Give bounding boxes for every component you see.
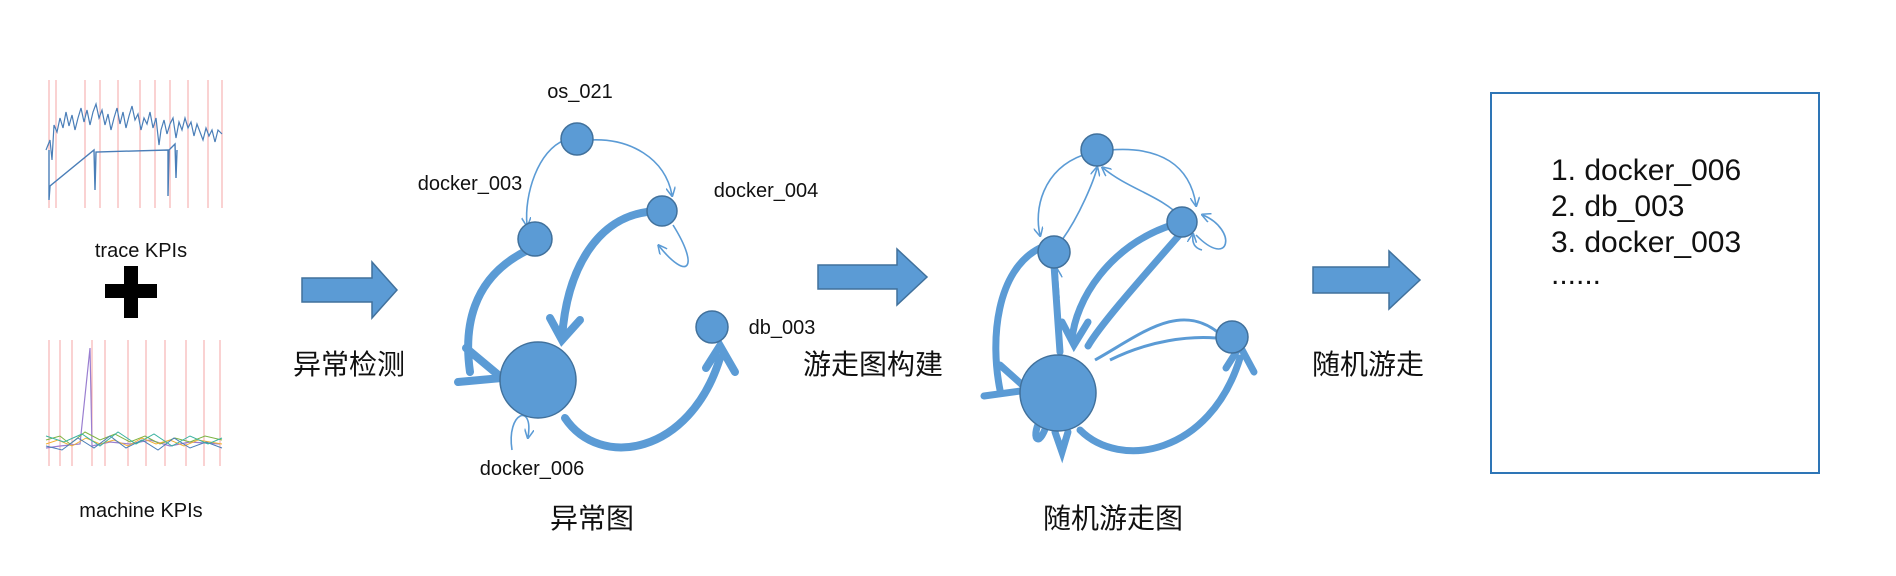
node-docker-004: [646, 195, 678, 227]
arrow-anomaly-detection-icon: [301, 260, 399, 320]
step-random-walk: 随机游走: [1312, 348, 1424, 381]
machine-kpi-label: machine KPIs: [79, 500, 202, 522]
step-anomaly-detection: 异常检测: [293, 348, 405, 381]
node-os-021: [560, 122, 594, 156]
arrow-random-walk-icon: [1312, 249, 1422, 311]
step-graph-construction: 游走图构建: [803, 348, 943, 381]
trace-kpi-chart: [45, 80, 223, 208]
random-walk-graph: [980, 133, 1258, 464]
walk-node-docker-004: [1166, 206, 1198, 238]
arrow-graph-construction-icon: [817, 247, 929, 307]
anomaly-graph: os_021 docker_003 docker_004 db_003 dock…: [418, 81, 819, 480]
walk-node-docker-003: [1037, 235, 1071, 269]
ranking-more: ......: [1551, 258, 1601, 291]
ranking-box: [1490, 92, 1820, 474]
label-os-021: os_021: [547, 81, 613, 103]
node-docker-006: [499, 341, 577, 419]
node-db-003: [695, 310, 729, 344]
label-db-003: db_003: [749, 317, 816, 339]
walk-node-docker-006: [1019, 354, 1097, 432]
ranking-item-3: 3. docker_003: [1551, 226, 1741, 259]
walk-node-os-021: [1080, 133, 1114, 167]
trace-kpi-label: trace KPIs: [95, 240, 187, 262]
label-docker-003: docker_003: [418, 173, 523, 195]
plus-icon: [105, 266, 157, 318]
machine-kpi-chart: [45, 340, 223, 466]
caption-anomaly-graph: 异常图: [550, 502, 634, 535]
ranking-item-1: 1. docker_006: [1551, 154, 1741, 187]
caption-random-walk-graph: 随机游走图: [1043, 502, 1183, 535]
label-docker-006: docker_006: [480, 458, 585, 480]
ranking-item-2: 2. db_003: [1551, 190, 1684, 223]
walk-node-db-003: [1215, 320, 1249, 354]
label-docker-004: docker_004: [714, 180, 819, 202]
node-docker-003: [517, 221, 553, 257]
